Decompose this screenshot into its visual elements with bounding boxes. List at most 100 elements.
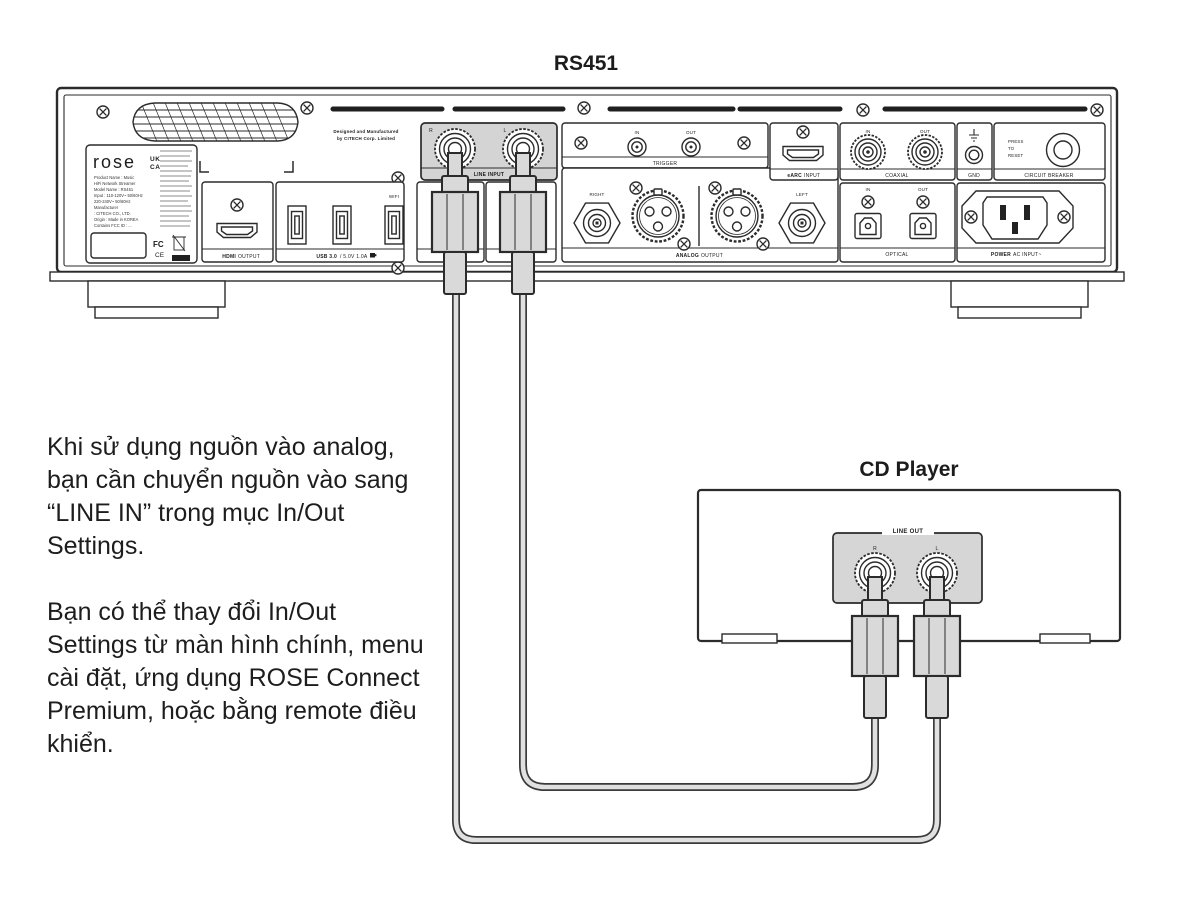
screw-icon bbox=[1057, 210, 1071, 224]
screw-icon bbox=[230, 198, 244, 212]
rs451-rear-panel: Designed and Manufactured by CITECH Corp… bbox=[49, 86, 1125, 319]
section-usb: WIFI USB 3.0 / 5.0V 1.0A bbox=[275, 181, 405, 263]
ac-inlet-socket bbox=[982, 196, 1048, 240]
note-paragraph-2: Bạn có thể thay đổi In/Out Settings từ m… bbox=[47, 598, 424, 758]
svg-text:OUT: OUT bbox=[686, 130, 696, 135]
coaxial-out-jack bbox=[907, 134, 943, 170]
screw-icon bbox=[677, 237, 691, 251]
fcc-mark: FC bbox=[153, 240, 164, 249]
svg-text:LEFT: LEFT bbox=[796, 192, 808, 197]
svg-text:220-240V~ 50/60Hz: 220-240V~ 50/60Hz bbox=[94, 199, 131, 204]
svg-text:/ 5.0V 1.0A: / 5.0V 1.0A bbox=[340, 254, 368, 260]
svg-text:by CITECH Corp. Limited: by CITECH Corp. Limited bbox=[337, 136, 395, 141]
svg-text:OUTPUT: OUTPUT bbox=[701, 253, 723, 259]
svg-text:HiFi Network Streamer: HiFi Network Streamer bbox=[94, 181, 136, 186]
screw-icon bbox=[737, 136, 751, 150]
bracket-mark-left bbox=[199, 161, 209, 173]
usb-port bbox=[332, 205, 352, 245]
screw-icon bbox=[796, 125, 810, 139]
bottom-plate bbox=[49, 271, 1125, 282]
sticker-fine-print bbox=[160, 150, 192, 227]
weee-icon bbox=[172, 234, 186, 252]
ce-mark: CE bbox=[155, 252, 165, 259]
svg-text:OUTPUT: OUTPUT bbox=[238, 254, 260, 260]
screw-icon bbox=[577, 101, 591, 115]
section-analog-output: RIGHT LEFT ANALOG OUTPUT bbox=[561, 167, 839, 263]
svg-text:RIGHT: RIGHT bbox=[590, 192, 605, 197]
svg-text:IN: IN bbox=[635, 130, 640, 135]
cd-line-out-panel: LINE OUT R L bbox=[832, 524, 983, 604]
screw-icon bbox=[861, 195, 875, 209]
screw-icon bbox=[916, 195, 930, 209]
svg-text:IN: IN bbox=[866, 129, 871, 134]
svg-text:RESET: RESET bbox=[1008, 153, 1024, 158]
screw-icon bbox=[708, 181, 722, 195]
svg-text:LINE INPUT: LINE INPUT bbox=[474, 172, 504, 178]
ground-icon bbox=[969, 129, 979, 142]
svg-text:Model Name : RS451: Model Name : RS451 bbox=[94, 187, 134, 192]
svg-text:Product Name : Music: Product Name : Music bbox=[94, 175, 134, 180]
svg-text:: CITECH CO., LTD.: : CITECH CO., LTD. bbox=[94, 211, 131, 216]
svg-text:Contains FCC ID : ...: Contains FCC ID : ... bbox=[94, 223, 132, 228]
usb-port bbox=[287, 205, 307, 245]
line-input-r-label: R bbox=[429, 128, 433, 134]
battery-icon bbox=[370, 253, 375, 258]
screw-icon bbox=[756, 237, 770, 251]
svg-text:AC INPUT~: AC INPUT~ bbox=[1013, 252, 1042, 258]
section-circuit-breaker: PRESS TO RESET CIRCUIT BREAKER bbox=[993, 122, 1106, 181]
designed-by-text: Designed and Manufactured by CITECH Corp… bbox=[333, 129, 398, 141]
screw-icon bbox=[300, 101, 314, 115]
svg-text:HDMI: HDMI bbox=[222, 254, 236, 260]
screw-icon bbox=[629, 181, 643, 195]
svg-text:OUT: OUT bbox=[918, 187, 928, 192]
screw-icon bbox=[574, 136, 588, 150]
rs451-title: RS451 bbox=[554, 52, 619, 75]
line-out-label: LINE OUT bbox=[893, 529, 923, 535]
regulatory-sticker: rose UK CA Product Name : Music HiFi Net… bbox=[85, 144, 198, 264]
sticker-info-lines: Product Name : Music HiFi Network Stream… bbox=[94, 175, 143, 228]
svg-text:UK: UK bbox=[150, 156, 160, 163]
svg-text:Origin : Made in KOREA: Origin : Made in KOREA bbox=[94, 217, 139, 222]
section-hdmi-output: HDMI OUTPUT bbox=[201, 181, 274, 263]
svg-text:CIRCUIT BREAKER: CIRCUIT BREAKER bbox=[1024, 173, 1073, 179]
svg-text:GND: GND bbox=[968, 173, 980, 179]
screw-icon bbox=[856, 103, 870, 117]
section-trigger: IN OUT TRIGGER bbox=[561, 122, 769, 169]
bracket-mark-right bbox=[284, 161, 294, 173]
svg-text:CA: CA bbox=[150, 164, 160, 171]
svg-text:INPUT: INPUT bbox=[804, 173, 820, 179]
svg-text:ANALOG: ANALOG bbox=[676, 253, 699, 259]
line-out-label-bg bbox=[882, 524, 934, 535]
ukca-mark: UK CA bbox=[150, 156, 160, 171]
svg-text:OUT: OUT bbox=[920, 129, 930, 134]
cd-foot-notch-right bbox=[1039, 633, 1091, 644]
svg-text:PRESS: PRESS bbox=[1008, 139, 1024, 144]
right-foot bbox=[950, 280, 1089, 319]
section-coaxial: IN OUT COAXIAL bbox=[839, 122, 956, 181]
section-power: POWER AC INPUT~ bbox=[956, 182, 1106, 263]
earc-hdmi-port bbox=[782, 145, 824, 162]
svg-text:OPTICAL: OPTICAL bbox=[885, 252, 908, 258]
coaxial-in-jack bbox=[850, 134, 886, 170]
rose-logo: rose bbox=[93, 152, 136, 172]
svg-text:Input : 110-120V~ 50/60Hz: Input : 110-120V~ 50/60Hz bbox=[94, 193, 143, 198]
optical-in-port bbox=[854, 212, 882, 240]
screw-icon bbox=[391, 261, 405, 275]
svg-text:TRIGGER: TRIGGER bbox=[653, 161, 678, 167]
svg-text:Designed and Manufactured: Designed and Manufactured bbox=[333, 129, 398, 134]
svg-text:POWER: POWER bbox=[991, 252, 1011, 258]
screw-icon bbox=[1090, 103, 1104, 117]
svg-text:Manufacturer: Manufacturer bbox=[94, 205, 119, 210]
svg-text:IN: IN bbox=[866, 187, 871, 192]
left-foot bbox=[87, 280, 226, 319]
cd-foot-notch-left bbox=[721, 633, 778, 644]
cd-l-label: L bbox=[935, 546, 938, 552]
sticker-blank-box bbox=[90, 232, 147, 259]
trigger-out-jack bbox=[681, 137, 701, 157]
screw-icon bbox=[964, 210, 978, 224]
usb-port-wifi bbox=[384, 205, 404, 245]
screw-icon bbox=[96, 105, 110, 119]
trigger-in-jack bbox=[627, 137, 647, 157]
